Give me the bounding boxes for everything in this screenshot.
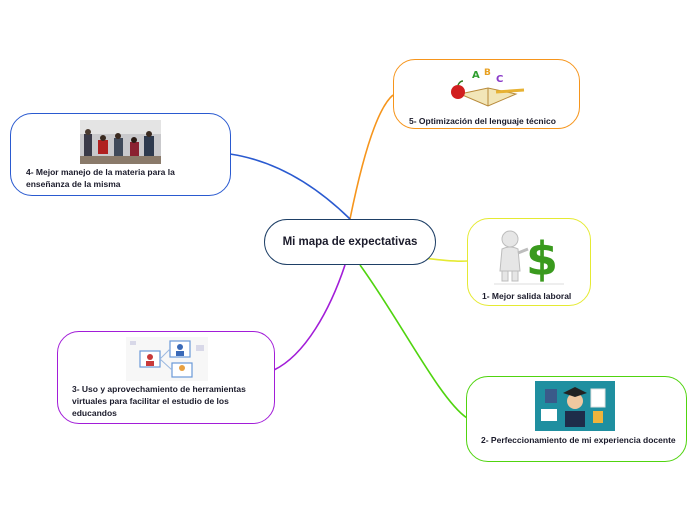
person-dollar-icon: $	[494, 230, 564, 286]
topic-4-manejo-materia[interactable]: 4- Mejor manejo de la materia para la en…	[10, 113, 231, 196]
central-topic-label: Mi mapa de expectativas	[282, 236, 418, 248]
connector-4	[229, 153, 351, 220]
svg-text:C: C	[496, 74, 503, 85]
svg-text:B: B	[484, 68, 491, 78]
topic-1-label: 1- Mejor salida laboral	[482, 291, 572, 301]
svg-text:$: $	[526, 232, 558, 286]
topic-1-salida-laboral[interactable]: $ 1- Mejor salida laboral	[467, 218, 591, 306]
abc-book-icon: A B C	[451, 68, 525, 107]
svg-text:A: A	[472, 70, 480, 81]
video-call-network-icon	[126, 337, 208, 381]
topic-5-label: 5- Optimización del lenguaje técnico	[409, 116, 556, 126]
topic-4-label: 4- Mejor manejo de la materia para la en…	[26, 167, 175, 189]
topic-3-label: 3- Uso y aprovechamiento de herramientas…	[72, 384, 246, 418]
connector-3	[273, 264, 346, 371]
graduate-teacher-icon	[535, 381, 615, 431]
connector-2	[359, 264, 468, 419]
topic-3-herramientas-virtuales[interactable]: 3- Uso y aprovechamiento de herramientas…	[57, 331, 275, 424]
classroom-photo	[80, 120, 161, 164]
topic-5-lenguaje-tecnico[interactable]: A B C 5- Optimización del lenguaje técni…	[393, 59, 580, 129]
connector-5	[349, 94, 394, 220]
topic-2-label: 2- Perfeccionamiento de mi experiencia d…	[481, 435, 676, 445]
topic-2-experiencia-docente[interactable]: 2- Perfeccionamiento de mi experiencia d…	[466, 376, 687, 462]
central-topic[interactable]: Mi mapa de expectativas	[264, 219, 436, 265]
